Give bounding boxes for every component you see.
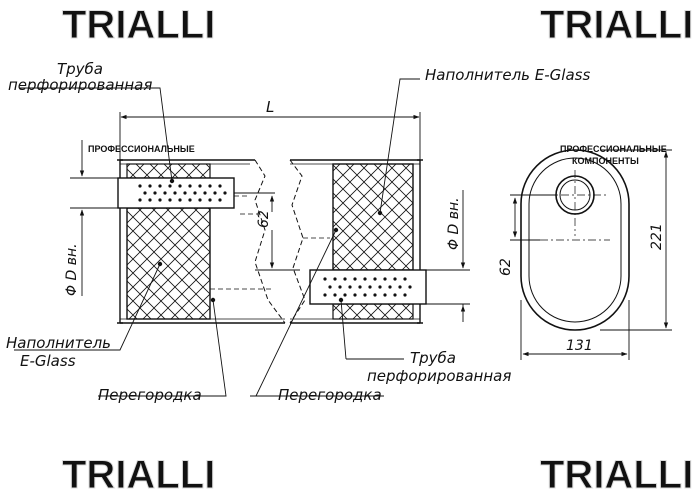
- watermark-brand-left: TRIALLI: [62, 3, 215, 47]
- leader-lines: [14, 78, 420, 397]
- label-filler-left-1: Наполнитель: [6, 334, 111, 352]
- dim-length: L: [266, 98, 274, 116]
- dim-height: 221: [649, 223, 665, 250]
- label-perf-tube-bottom-2: перфорированная: [367, 367, 511, 385]
- watermark-tagline-bottom-right: КОМПОНЕНТЫ: [572, 156, 639, 166]
- end-view: [510, 149, 672, 360]
- filler-block-left: [126, 207, 211, 320]
- watermark-tagline-top-left: ПРОФЕССИОНАЛЬНЫЕ: [88, 144, 195, 154]
- watermark-brand-bottom-right: TRIALLI: [540, 453, 693, 492]
- leader-dots: [157, 178, 383, 303]
- dim-inner-dia-right: Φ D вн.: [446, 197, 462, 250]
- dim-width: 131: [566, 338, 593, 354]
- dim-offset-right: 62: [498, 258, 514, 276]
- label-perf-tube-bottom-1: Труба: [410, 349, 456, 367]
- label-perf-tube-top-1: Труба: [57, 60, 103, 78]
- perforation-holes-left: [138, 184, 227, 202]
- label-filler-left-2: E-Glass: [20, 352, 76, 370]
- watermark-brand-right: TRIALLI: [540, 3, 693, 47]
- watermark: TRIALLI TRIALLI TRIALLI TRIALLI ПРОФЕССИ…: [62, 3, 694, 497]
- label-baffle-right: Перегородка: [278, 386, 382, 404]
- watermark-tagline-top-right: ПРОФЕССИОНАЛЬНЫЕ: [560, 144, 667, 154]
- watermark-brand-bottom-left: TRIALLI: [62, 453, 215, 492]
- filler-block-right: [332, 163, 414, 271]
- label-filler-top: Наполнитель E-Glass: [425, 66, 590, 84]
- label-baffle-left: Перегородка: [98, 386, 202, 404]
- dim-offset-middle: 62: [256, 210, 272, 228]
- dim-inner-dia-left: Φ D вн.: [64, 243, 80, 296]
- filler-block-left-top: [126, 163, 211, 179]
- dimension-lines: [70, 112, 470, 322]
- filler-block-right-bottom: [332, 303, 414, 320]
- perforation-holes-right: [323, 277, 412, 297]
- label-perf-tube-top-2: перфорированная: [8, 76, 152, 94]
